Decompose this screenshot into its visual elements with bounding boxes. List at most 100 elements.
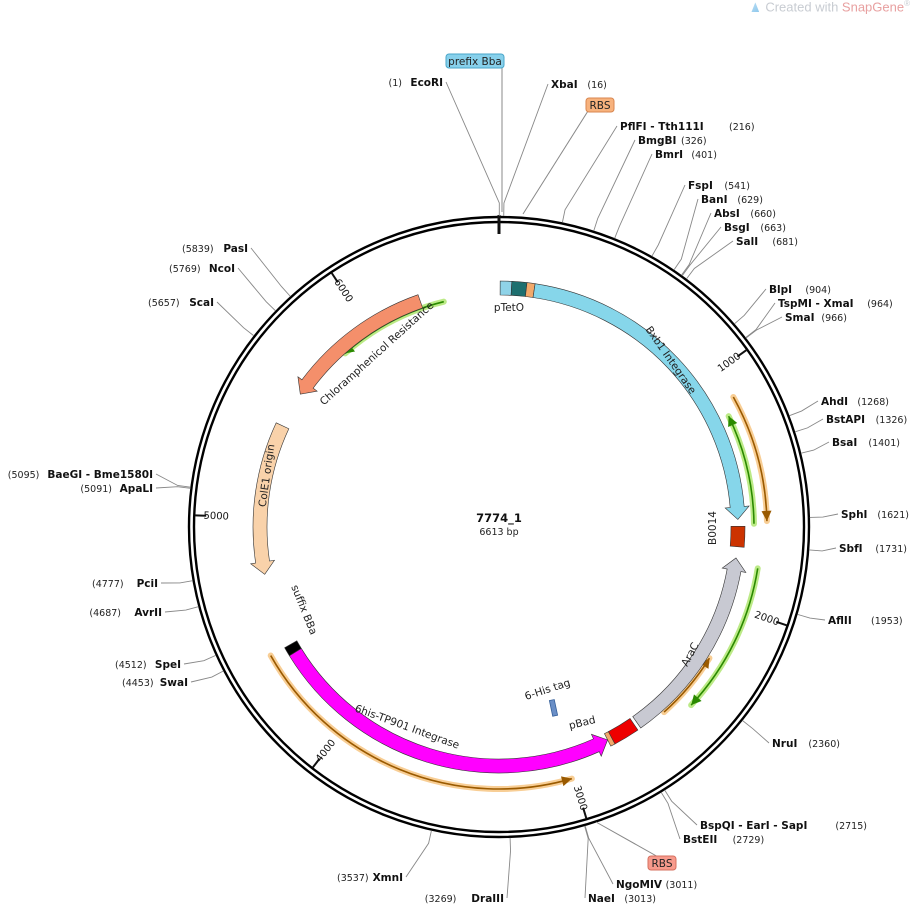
enzyme-name-spei: SpeI	[155, 659, 181, 671]
enzyme-ngomiv[interactable]: NgoMIV(3011)	[584, 825, 698, 891]
enzyme-pos-absi: (660)	[750, 209, 776, 220]
feature-b0014[interactable]	[729, 525, 746, 548]
tick-4000	[312, 758, 321, 768]
feature-bxb1-integrase[interactable]	[532, 283, 750, 520]
enzyme-xbai[interactable]: XbaI(16)	[503, 79, 607, 217]
enzyme-name-tspmi-xmai: TspMI - XmaI	[778, 298, 854, 310]
enzyme-name-fspi: FspI	[688, 180, 713, 192]
plasmid-name: 7774_1	[476, 511, 522, 526]
enzyme-bani[interactable]: BanI(629)	[673, 194, 763, 271]
enzyme-name-swai: SwaI	[160, 677, 188, 689]
enzyme-pflfi-tth111i[interactable]: PflFI - Tth111I(216)	[561, 121, 755, 223]
enzyme-nrui[interactable]: NruI(2360)	[742, 720, 840, 750]
enzyme-apali[interactable]: ApaLI(5091)	[80, 483, 191, 495]
rbs-top-box[interactable]	[585, 97, 615, 113]
enzyme-scai[interactable]: ScaI(5657)	[148, 297, 255, 337]
enzyme-xmni[interactable]: XmnI(3537)	[337, 830, 432, 884]
enzyme-spei[interactable]: SpeI(4512)	[115, 654, 216, 671]
enzyme-leader-scai	[216, 301, 255, 337]
enzyme-pos-baegi-bme1580i: (5095)	[8, 470, 40, 481]
enzyme-aflii[interactable]: AflII(1953)	[797, 613, 903, 627]
enzyme-leader-bsgi	[681, 226, 722, 276]
enzyme-bsgi[interactable]: BsgI (663)	[681, 222, 786, 276]
enzyme-bmgbi[interactable]: BmgBI(326)	[593, 135, 707, 231]
enzyme-ecori[interactable]: EcoRI(1)	[389, 77, 500, 217]
enzyme-draiii[interactable]: DraIII(3269)	[425, 837, 511, 905]
enzyme-name-sbfi: SbfI	[839, 543, 863, 555]
enzyme-name-ngomiv: NgoMIV	[616, 879, 663, 891]
enzyme-sbfi[interactable]: SbfI(1731)	[809, 543, 907, 555]
enzyme-name-bani: BanI	[701, 194, 727, 206]
enzyme-avrii[interactable]: AvrII(4687)	[89, 606, 199, 619]
feature-chloramphenicol-resistance[interactable]	[297, 294, 424, 395]
enzyme-name-bsgi: BsgI	[724, 222, 750, 234]
enzyme-pos-draiii: (3269)	[425, 894, 457, 905]
enzyme-absi[interactable]: AbsI (660)	[681, 208, 776, 276]
enzyme-baegi-bme1580i[interactable]: BaeGI - Bme1580I(5095)	[8, 469, 191, 488]
enzyme-pcii[interactable]: PciI(4777)	[92, 578, 193, 590]
enzyme-bspqi-eari-sapi[interactable]: BspQI - EarI - SapI(2715)	[664, 789, 867, 832]
enzyme-sali[interactable]: SalI(681)	[686, 236, 798, 280]
enzyme-sphi[interactable]: SphI(1621)	[809, 509, 909, 521]
enzyme-pos-ahdi: (1268)	[857, 397, 889, 408]
enzyme-swai[interactable]: SwaI (4453)	[122, 670, 224, 689]
restriction-sites: EcoRI(1)XbaI(16)PflFI - Tth111I(216)BmgB…	[8, 77, 909, 905]
tick-3000	[582, 807, 588, 819]
enzyme-ncoi[interactable]: NcoI(5769)	[169, 263, 276, 312]
arc-line-2[interactable]	[732, 396, 768, 522]
enzyme-name-ecori: EcoRI	[410, 77, 443, 89]
his-tag-marker[interactable]	[548, 699, 559, 717]
enzyme-ahdi[interactable]: AhdI(1268)	[789, 396, 889, 417]
enzyme-pos-pasi: (5839)	[182, 244, 214, 255]
feature-6his-tp901-integrase[interactable]	[288, 648, 609, 774]
enzyme-tspmi-xmai[interactable]: TspMI - XmaI(964)	[745, 298, 893, 338]
enzyme-leader-nrui	[742, 720, 770, 744]
feature-suffix-bba[interactable]	[284, 640, 302, 657]
enzyme-pos-bmgbi: (326)	[681, 136, 707, 147]
prefix-bba-box[interactable]	[445, 53, 505, 69]
enzyme-bsteii[interactable]: BstEII(2729)	[660, 792, 764, 846]
enzyme-name-xbai: XbaI	[551, 79, 578, 91]
enzyme-bstapi[interactable]: BstAPI(1326)	[794, 414, 907, 433]
arc-line-3[interactable]	[690, 568, 759, 706]
enzyme-leader-naei	[584, 825, 589, 899]
enzyme-leader-smai	[745, 316, 783, 339]
feature-arac[interactable]	[632, 557, 747, 729]
feature-segment-1[interactable]	[510, 281, 528, 297]
enzyme-leader-bspqi-eari-sapi	[664, 789, 698, 826]
enzyme-bmri[interactable]: BmrI (401)	[614, 149, 717, 239]
enzyme-naei[interactable]: NaeI(3013)	[584, 825, 656, 905]
feature-cole1-origin[interactable]	[249, 422, 290, 575]
enzyme-bsai[interactable]: BsaI(1401)	[801, 437, 900, 454]
enzyme-leader-aflii	[797, 613, 826, 621]
enzyme-pos-bmri: (401)	[691, 150, 717, 161]
enzyme-pasi[interactable]: PasI(5839)	[182, 243, 291, 297]
enzyme-leader-pasi	[250, 247, 291, 297]
enzyme-pos-bsgi: (663)	[760, 223, 786, 234]
feature-segment-7[interactable]	[604, 731, 616, 747]
enzyme-pos-swai: (4453)	[122, 678, 154, 689]
enzyme-leader-ncoi	[237, 267, 276, 312]
enzyme-name-absi: AbsI	[714, 208, 740, 220]
enzyme-leader-bsai	[801, 441, 830, 454]
snapgene-watermark: Created with SnapGene®	[751, 0, 910, 14]
enzyme-pos-avrii: (4687)	[89, 608, 121, 619]
enzyme-name-bmri: BmrI	[655, 149, 683, 161]
center-label: 7774_1 6613 bp	[476, 511, 522, 538]
enzyme-leader-xbai	[503, 83, 549, 217]
feature-pteto[interactable]	[499, 280, 513, 296]
arc-line-5[interactable]	[270, 655, 573, 790]
arc-line-0[interactable]	[727, 415, 755, 524]
enzyme-name-smai: SmaI	[785, 312, 815, 324]
rbs-bottom-box[interactable]	[647, 855, 677, 871]
brand-mark: ®	[904, 0, 910, 8]
enzyme-blpi[interactable]: BlpI(904)	[734, 284, 831, 325]
enzyme-fspi[interactable]: FspI(541)	[651, 180, 750, 257]
enzyme-name-bspqi-eari-sapi: BspQI - EarI - SapI	[700, 820, 807, 832]
arc-arrowhead-5	[561, 776, 572, 787]
enzyme-pos-ngomiv: (3011)	[666, 880, 698, 891]
enzyme-pos-xmni: (3537)	[337, 873, 369, 884]
enzyme-smai[interactable]: SmaI(966)	[745, 312, 847, 339]
